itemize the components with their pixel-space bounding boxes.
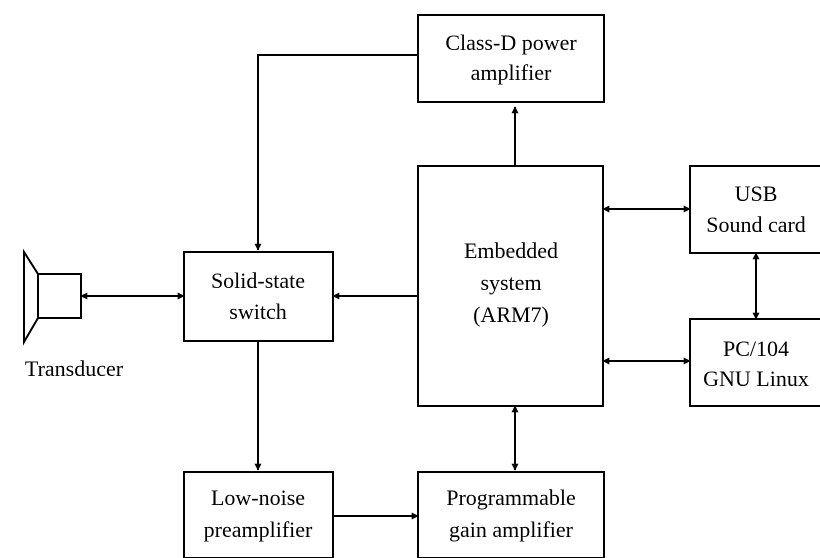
transducer-label: Transducer: [25, 356, 124, 381]
class-d-to-switch-line: [254, 54, 418, 251]
speaker-cone: [23, 248, 39, 346]
usb-sound-card-block: USB Sound card: [689, 165, 820, 254]
pc104-label-line2: GNU Linux: [703, 366, 809, 391]
usb-sound-card-box: [689, 165, 820, 254]
switch-label-line2: switch: [229, 299, 286, 324]
embedded-system-box: [417, 165, 604, 407]
class-d-amplifier-block: Class-D power amplifier: [417, 14, 605, 103]
embedded-system-block: Embedded system (ARM7): [417, 165, 604, 407]
switch-label-line1: Solid-state: [211, 268, 305, 293]
pga-label-line2: gain amplifier: [449, 517, 574, 542]
lna-label-line2: preamplifier: [204, 517, 313, 542]
programmable-gain-amplifier-block: Programmable gain amplifier: [417, 471, 605, 558]
class-d-amplifier-box: [417, 14, 605, 103]
embedded-label-line3: (ARM7): [473, 302, 549, 327]
transducer-block: Transducer: [23, 248, 124, 381]
class-d-label-line1: Class-D power: [445, 30, 577, 55]
pc104-block: PC/104 GNU Linux: [689, 318, 820, 407]
low-noise-preamplifier-box: [183, 471, 334, 558]
low-noise-preamplifier-block: Low-noise preamplifier: [183, 471, 334, 558]
solid-state-switch-box: [183, 251, 334, 342]
connections: [80, 54, 760, 520]
speaker-icon: [23, 248, 82, 346]
usb-label-line2: Sound card: [706, 212, 806, 237]
speaker-body: [37, 273, 82, 319]
usb-label-line1: USB: [735, 181, 778, 206]
class-d-label-line2: amplifier: [471, 60, 552, 85]
lna-label-line1: Low-noise: [211, 485, 305, 510]
pga-label-line1: Programmable: [446, 485, 576, 510]
programmable-gain-amplifier-box: [417, 471, 605, 558]
pc104-box: [689, 318, 820, 407]
embedded-label-line2: system: [480, 270, 541, 295]
embedded-label-line1: Embedded: [464, 238, 558, 263]
pc104-label-line1: PC/104: [723, 336, 789, 361]
solid-state-switch-block: Solid-state switch: [183, 251, 334, 342]
